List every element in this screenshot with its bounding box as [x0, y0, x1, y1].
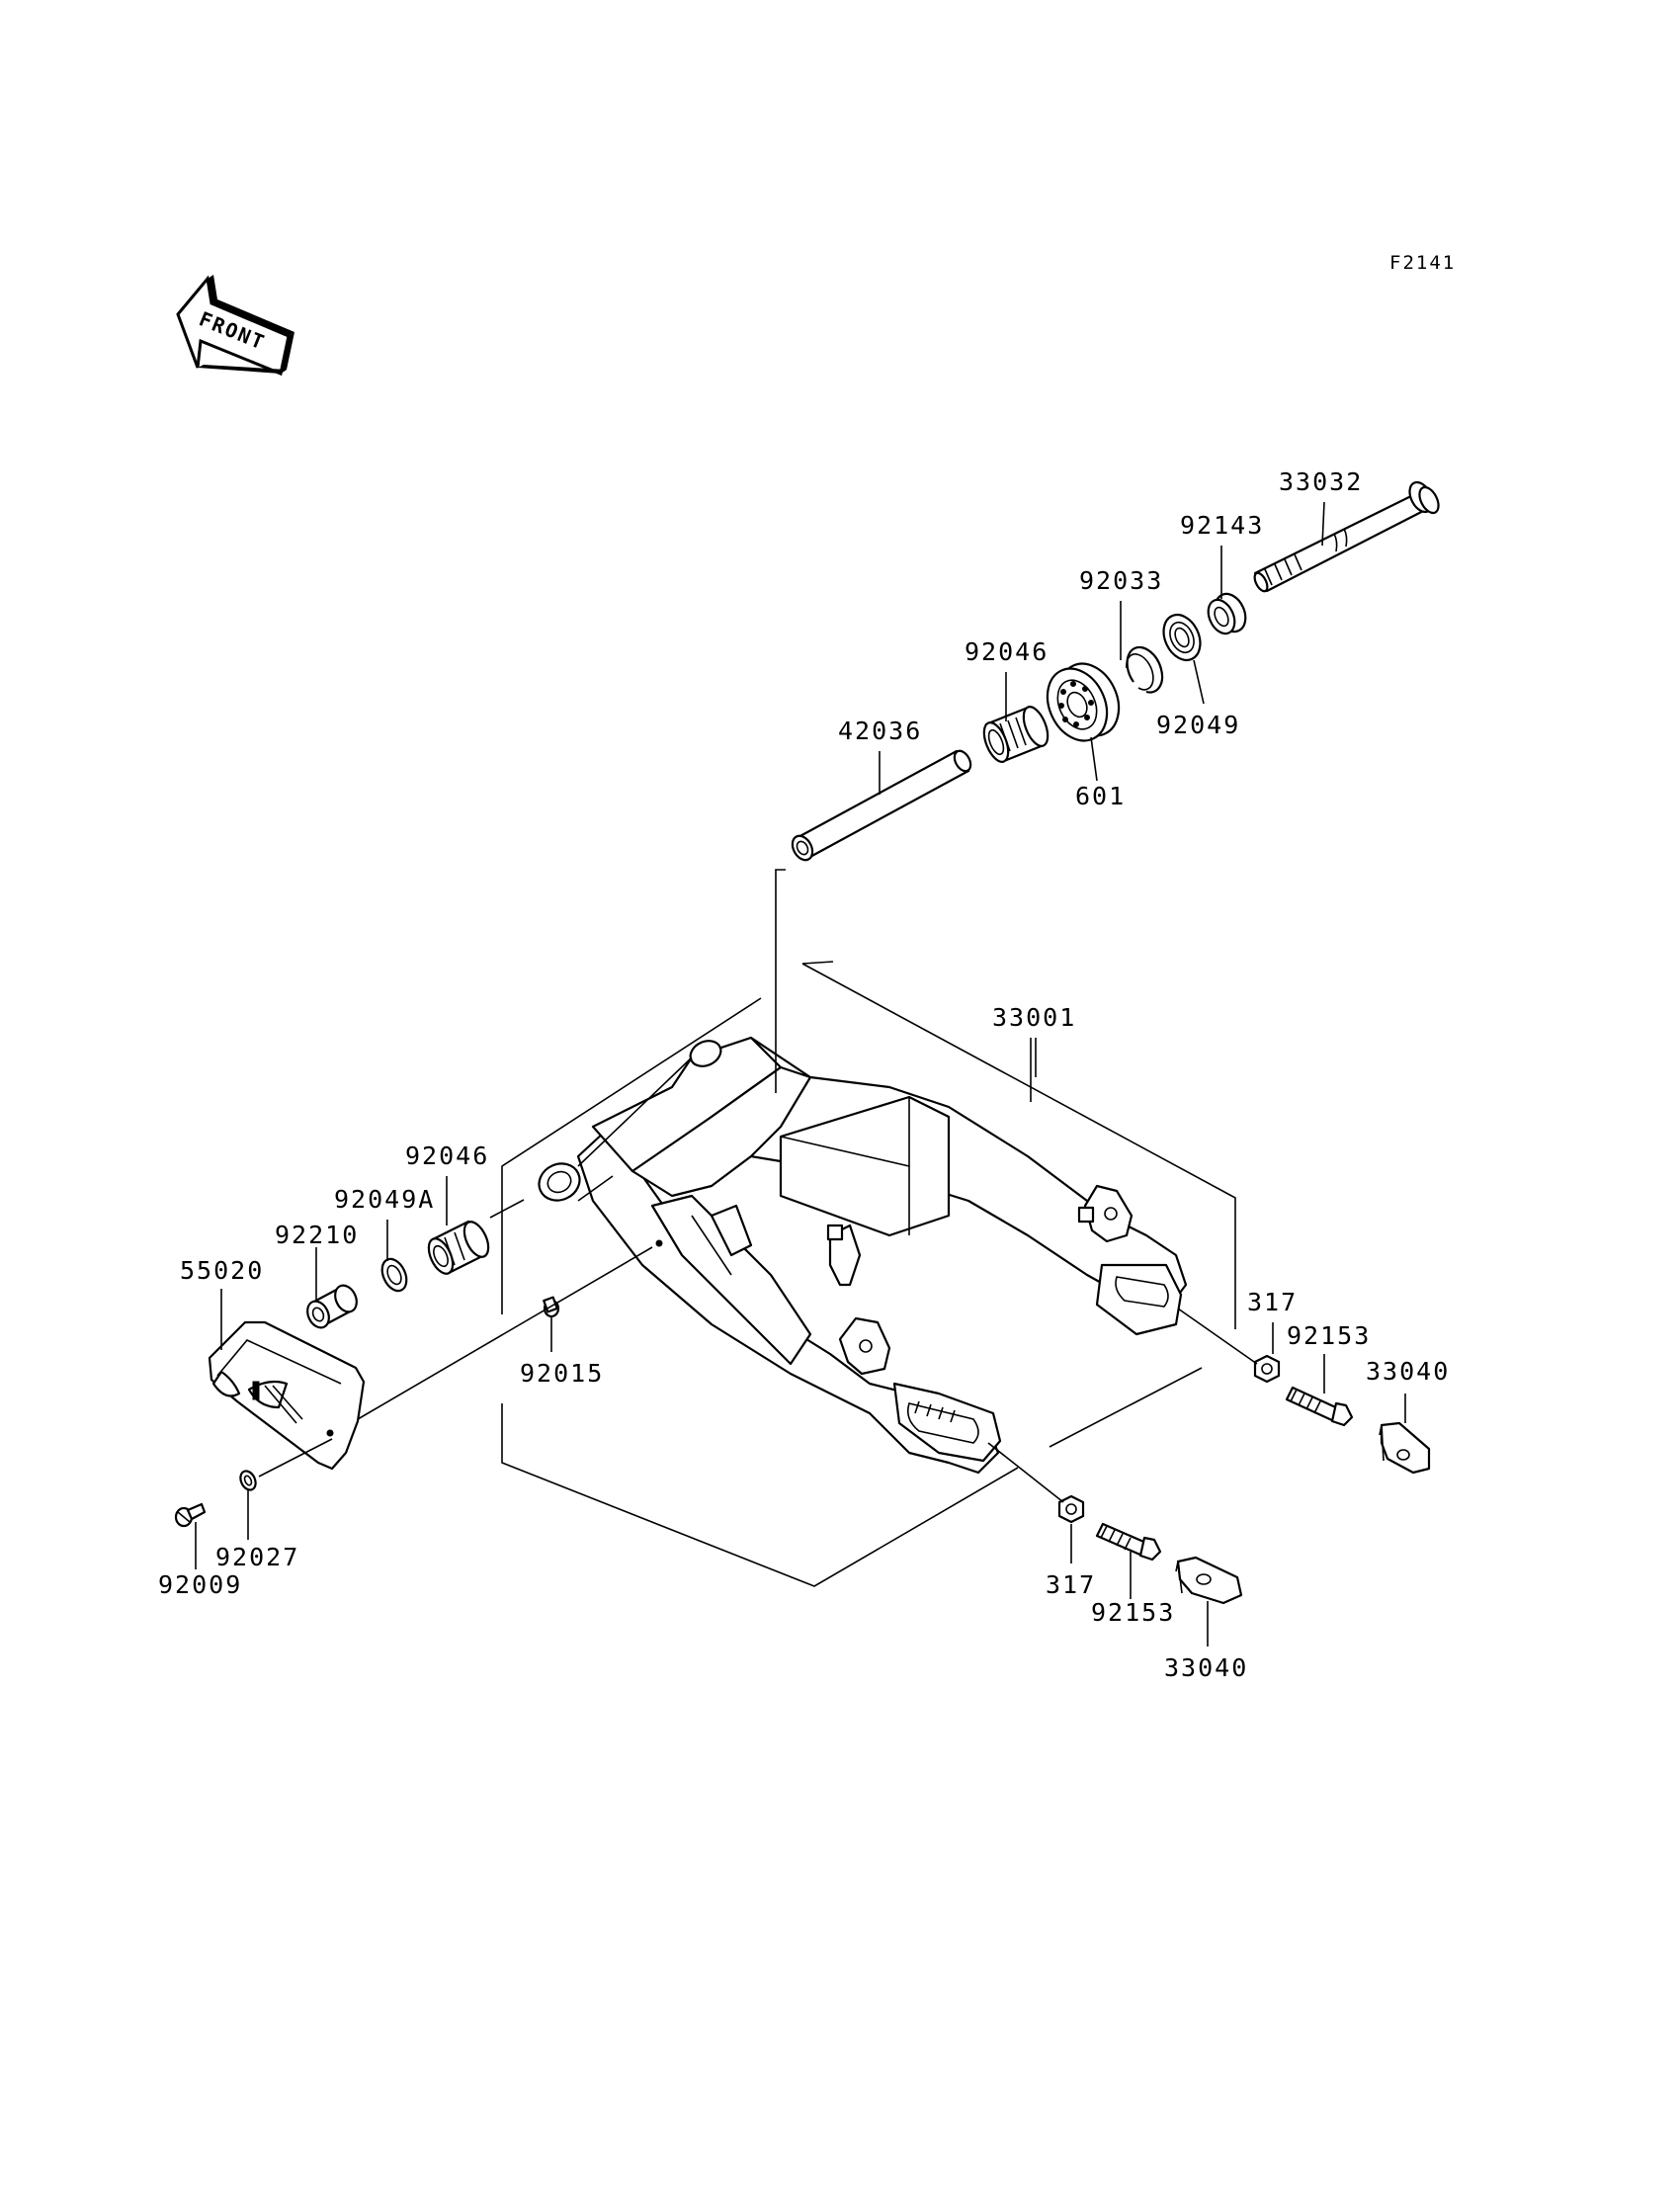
pivot-sleeve-42036	[791, 749, 972, 862]
leader-lines	[195, 501, 1406, 1647]
label-92049: 92049	[1156, 711, 1240, 739]
needle-bearing-92046-left	[427, 1220, 490, 1275]
ball-bearing-601	[1046, 662, 1121, 742]
label-601: 601	[1075, 782, 1126, 810]
label-92143: 92143	[1180, 511, 1264, 540]
swingarm-bracket-lines	[501, 869, 1236, 1587]
label-33001: 33001	[992, 1003, 1076, 1032]
diagram-code: F2141	[1389, 252, 1456, 274]
front-arrow-icon: FRONT	[176, 275, 294, 377]
label-33032: 33032	[1279, 467, 1363, 496]
adjuster-bolt-92153-bottom	[1095, 1522, 1162, 1562]
label-92049A: 92049A	[334, 1185, 435, 1214]
label-92046-left: 92046	[405, 1141, 489, 1170]
label-42036: 42036	[838, 717, 922, 745]
circlip-92033	[1126, 645, 1164, 694]
label-92033: 92033	[1079, 566, 1163, 595]
screw-92009	[174, 1502, 207, 1528]
chain-guide-55020	[208, 1320, 366, 1471]
label-55020: 55020	[180, 1256, 264, 1285]
label-33040-right: 33040	[1366, 1357, 1450, 1386]
adjuster-plate-33040-right	[1379, 1421, 1431, 1475]
swingarm-33001	[538, 1036, 1188, 1475]
nut-317-right	[1253, 1354, 1281, 1384]
part-labels: 33032 92143 92033 92046 92049 42036 601 …	[158, 467, 1450, 1682]
label-92015: 92015	[520, 1359, 604, 1388]
oil-seal-92049A	[380, 1257, 408, 1293]
washer-92027	[239, 1470, 257, 1491]
label-92027: 92027	[215, 1543, 299, 1571]
collar-92210	[306, 1284, 358, 1329]
oil-seal-92049	[1162, 613, 1202, 662]
collar-92143	[1207, 592, 1247, 635]
label-92046-top: 92046	[965, 637, 1049, 666]
pivot-shaft-33032	[1253, 480, 1440, 593]
adjuster-bolt-92153-right	[1285, 1386, 1354, 1427]
label-317-bottom: 317	[1046, 1570, 1096, 1599]
label-317-right: 317	[1247, 1288, 1298, 1316]
nut-317-bottom	[1057, 1494, 1085, 1524]
adjuster-plate-33040-bottom	[1175, 1556, 1243, 1605]
label-92153-bottom: 92153	[1091, 1598, 1175, 1627]
needle-bearing-92046-top	[982, 706, 1050, 763]
label-92153-right: 92153	[1287, 1321, 1371, 1350]
label-92009: 92009	[158, 1570, 242, 1599]
label-33040-bottom: 33040	[1164, 1653, 1248, 1682]
label-92210: 92210	[275, 1221, 359, 1249]
